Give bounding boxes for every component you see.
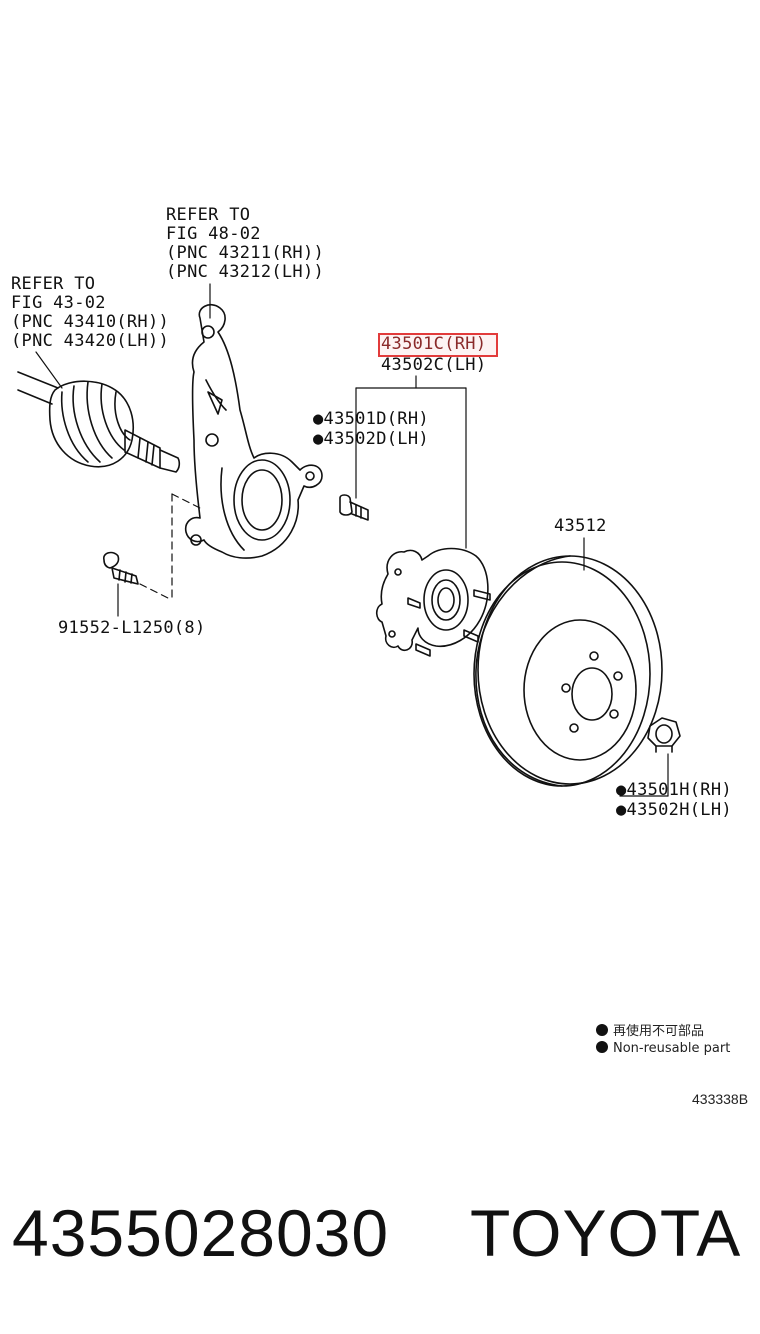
bullet-icon (596, 1041, 608, 1053)
part-number: 4355028030 (12, 1196, 390, 1270)
shaft-ref-line1: REFER TO (11, 274, 96, 294)
lock-nut-icon (647, 717, 681, 753)
knuckle-ref-line2: FIG 48-02 (166, 224, 261, 244)
bolt-lh-label[interactable]: ●43502D(LH) (313, 429, 429, 449)
bolt-rh-label[interactable]: ●43501D(RH) (313, 409, 429, 429)
highlight-box (378, 333, 498, 357)
hub-bolt-icon (339, 494, 369, 521)
shaft-ref-line4: (PNC 43420(LH)) (11, 331, 170, 351)
shaft-ref-line3: (PNC 43410(RH)) (11, 312, 170, 332)
dashed-guides (139, 493, 201, 601)
knuckle-ref-line3: (PNC 43211(RH)) (166, 243, 325, 263)
legend-line1: 再使用不可部品 (596, 1020, 704, 1039)
legend-line2: Non-reusable part (596, 1041, 730, 1056)
nut-rh-label[interactable]: ●43501H(RH) (616, 780, 732, 800)
knuckle-ref-line1: REFER TO (166, 205, 251, 225)
hub-bearing-icon (375, 547, 491, 657)
leader-lines (35, 283, 669, 797)
drive-shaft-icon (17, 371, 181, 473)
hub-rh-label[interactable]: 43501C(RH) (381, 334, 487, 354)
shaft-ref-line2: FIG 43-02 (11, 293, 106, 313)
knuckle-bolt-label[interactable]: 91552-L1250(8) (58, 618, 206, 638)
legend-english: Non-reusable part (613, 1041, 731, 1056)
bullet-icon (596, 1024, 608, 1036)
steering-knuckle-icon (184, 303, 323, 559)
hub-lh-label[interactable]: 43502C(LH) (381, 355, 487, 375)
figure-number: 433338B (692, 1091, 749, 1107)
knuckle-bolt-icon (103, 551, 139, 585)
knuckle-ref-line4: (PNC 43212(LH)) (166, 262, 325, 282)
legend-japanese: 再使用不可部品 (613, 1024, 705, 1039)
brand-name: TOYOTA (470, 1196, 742, 1270)
brake-disc-icon (473, 555, 663, 787)
disc-label[interactable]: 43512 (554, 516, 607, 536)
nut-lh-label[interactable]: ●43502H(LH) (616, 800, 732, 820)
